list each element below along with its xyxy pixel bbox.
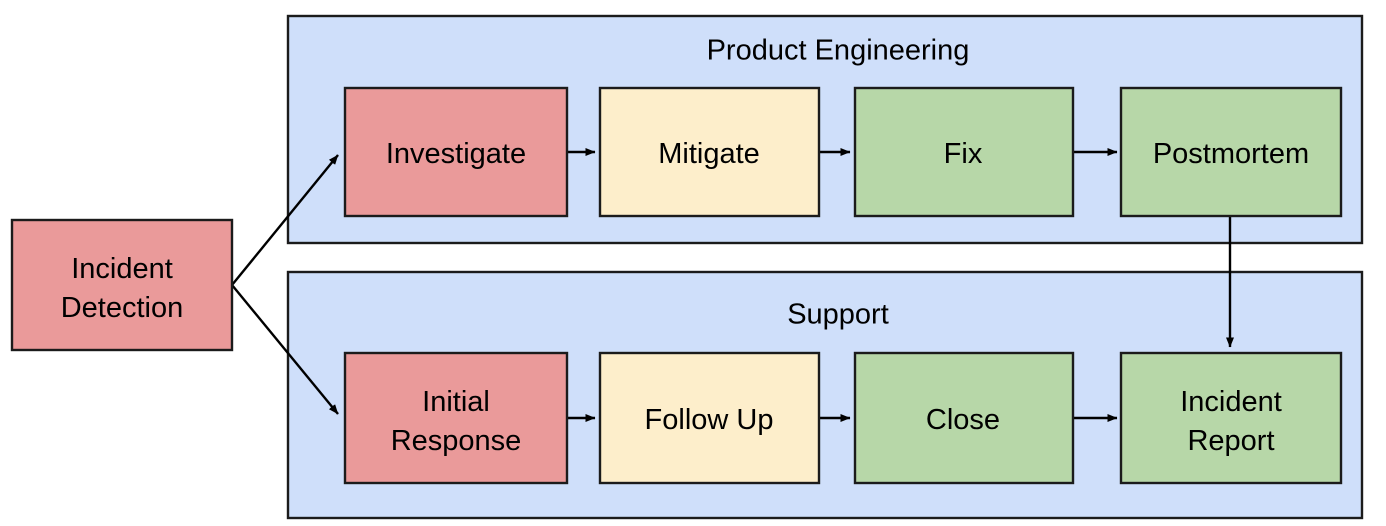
- node-investigate[interactable]: Investigate: [343, 86, 569, 218]
- node-investigate-box: [343, 86, 569, 218]
- node-fix-box: [853, 86, 1075, 218]
- node-close-label: Close: [926, 404, 1000, 436]
- node-postmortem-label: Postmortem: [1153, 138, 1309, 170]
- pool-support-title: Support: [787, 299, 889, 331]
- node-initial-response-label-line2: Response: [391, 425, 522, 457]
- node-mitigate-box: [598, 86, 821, 218]
- connector-detection-to-initial-response: [231, 284, 339, 415]
- connector-group: [231, 148, 1234, 422]
- node-incident-detection-label-line2: Detection: [61, 292, 184, 324]
- node-incident-report-label-line2: Report: [1187, 425, 1274, 457]
- node-mitigate[interactable]: Mitigate: [598, 86, 821, 218]
- node-incident-detection-box: [10, 218, 234, 352]
- node-initial-response-label-line1: Initial: [422, 386, 490, 418]
- connector-detection-to-investigate: [231, 154, 339, 286]
- node-follow-up-box: [598, 351, 821, 485]
- pool-product-engineering-title: Product Engineering: [707, 35, 970, 67]
- node-close[interactable]: Close: [853, 351, 1075, 485]
- node-incident-report[interactable]: Incident Report: [1119, 351, 1343, 485]
- node-postmortem[interactable]: Postmortem: [1119, 86, 1343, 218]
- node-incident-detection[interactable]: Incident Detection: [10, 218, 234, 352]
- node-follow-up[interactable]: Follow Up: [598, 351, 821, 485]
- node-postmortem-box: [1119, 86, 1343, 218]
- node-initial-response-box: [343, 351, 569, 485]
- node-investigate-label: Investigate: [386, 138, 526, 170]
- node-incident-report-label-line1: Incident: [1180, 386, 1282, 418]
- node-close-box: [853, 351, 1075, 485]
- node-mitigate-label: Mitigate: [658, 138, 760, 170]
- node-fix[interactable]: Fix: [853, 86, 1075, 218]
- node-follow-up-label: Follow Up: [645, 404, 774, 436]
- node-fix-label: Fix: [944, 138, 983, 170]
- node-initial-response[interactable]: Initial Response: [343, 351, 569, 485]
- node-incident-report-box: [1119, 351, 1343, 485]
- node-incident-detection-label-line1: Incident: [71, 253, 173, 285]
